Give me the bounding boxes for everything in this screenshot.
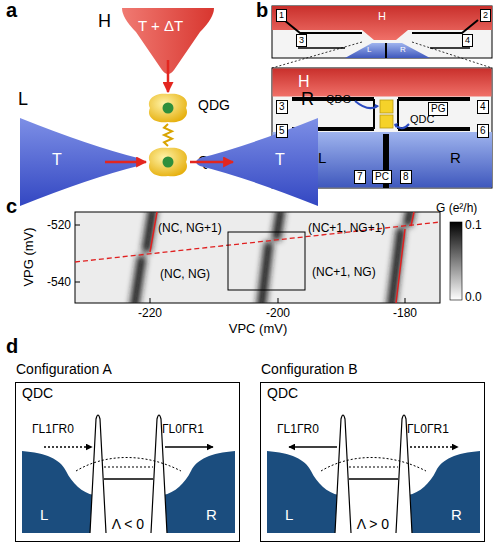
lead-label: L: [285, 507, 293, 522]
tick-label: -180: [393, 307, 417, 319]
coupling-link: [164, 124, 172, 146]
quantum-dot: QDC: [146, 146, 190, 178]
quantum-dot-square: [380, 100, 393, 113]
region-label: (NC, NG): [160, 268, 210, 280]
lead-label: R: [451, 507, 462, 522]
dot-orbital: [146, 92, 190, 124]
callout-number: 1: [276, 9, 287, 22]
gate-electrodes: [292, 99, 470, 129]
configuration-heading: Configuration B: [261, 362, 358, 376]
callout-number: 8: [400, 170, 412, 184]
callout-number: 4: [477, 100, 489, 114]
panel-letter: a: [6, 0, 17, 20]
rate-label: ΓL0ΓR1: [407, 423, 449, 435]
dot-label: QDG: [198, 98, 230, 112]
conductance-map: [75, 212, 440, 303]
axis-title: VPG (mV): [22, 227, 35, 286]
lead-label: R: [206, 507, 217, 522]
dashed-transition-line: [75, 222, 440, 262]
conductance-peaks: [134, 212, 411, 303]
colorbar: [450, 222, 462, 300]
region-label: (NC+1, NG): [312, 266, 376, 278]
transition-line: [150, 212, 157, 252]
callout-number: 4: [462, 34, 473, 47]
configuration-heading: Configuration A: [16, 362, 112, 376]
panel-letter: b: [256, 0, 268, 20]
rate-label: ΓL1ΓR0: [32, 423, 74, 435]
callout-number: 5: [276, 124, 288, 138]
region-label: H: [298, 74, 310, 90]
colorbar-tick: 0.0: [465, 291, 482, 303]
region-label: R: [450, 150, 461, 165]
rate-label: ΓL0ΓR1: [162, 423, 204, 435]
temperature-label: T: [52, 152, 62, 168]
lead-tip: LT: [20, 118, 105, 206]
rate-label: ΓL1ΓR0: [277, 423, 319, 435]
tick-label: -520: [47, 219, 71, 231]
gate-lines: [298, 47, 470, 49]
region-label: (NC+1, NG+1): [308, 222, 385, 234]
region-label: L: [318, 150, 326, 165]
lead-label: R: [301, 90, 314, 108]
tick-marks: [75, 225, 405, 303]
panel-letter: d: [6, 336, 18, 356]
pointer-arrow: [395, 124, 409, 128]
gate-label: PC: [372, 170, 392, 184]
callout-number: 2: [480, 9, 491, 22]
sign-label: Λ < 0: [112, 517, 144, 531]
lead-region: [345, 43, 430, 58]
dot-label: QDC: [267, 386, 298, 400]
tick-label: -540: [47, 276, 71, 288]
callout-number: 7: [354, 170, 366, 184]
gate-electrodes: [374, 99, 398, 129]
dot-label: QDC: [410, 114, 434, 125]
callout-number: 3: [276, 100, 288, 114]
callout-number: 3: [296, 34, 307, 47]
plot-area: [75, 212, 440, 303]
region-label: (NC, NG+1): [158, 222, 222, 234]
region-label: R: [400, 46, 406, 54]
pointer-arrow: [355, 101, 378, 108]
dot-orbital: [146, 146, 190, 178]
tick-label: -220: [138, 307, 162, 319]
gate-lines: [284, 20, 478, 58]
callout-number: 6: [477, 124, 489, 138]
heater-tip: HT + ΔT: [122, 8, 214, 60]
pointer-arrow-head: [374, 104, 379, 109]
colorbar-tick: 0.1: [465, 219, 482, 231]
lead-label: L: [18, 90, 28, 108]
temperature-label: T: [275, 152, 285, 168]
quantum-dot: QDG: [146, 92, 190, 124]
pointer-arrow-head: [394, 123, 398, 128]
dot-label: QDG: [326, 94, 351, 105]
configuration-box: Configuration BQDCΓL1ΓR0ΓL0ΓR1LRΛ > 0: [260, 382, 485, 542]
panel-letter: c: [6, 196, 17, 216]
quantum-dot-square: [380, 115, 393, 128]
lead-tip-shape: [20, 118, 105, 206]
temperature-label: T + ΔT: [138, 18, 183, 33]
axis-title: VPC (mV): [229, 322, 288, 335]
region-label: H: [378, 11, 386, 22]
region-label: L: [367, 46, 371, 54]
heater-tip-shape: [122, 8, 214, 60]
reservoir-label: H: [98, 12, 111, 30]
device-frame: [272, 6, 492, 58]
colorbar-title: G (e²/h): [436, 202, 477, 214]
tick-label: -200: [266, 307, 290, 319]
lead-label: L: [40, 507, 48, 522]
zoom-box: [228, 232, 305, 290]
dot-label: QDC: [22, 386, 53, 400]
sign-label: Λ > 0: [357, 517, 389, 531]
configuration-box: Configuration AQDCΓL1ΓR0ΓL0ΓR1LRΛ < 0: [15, 382, 240, 542]
